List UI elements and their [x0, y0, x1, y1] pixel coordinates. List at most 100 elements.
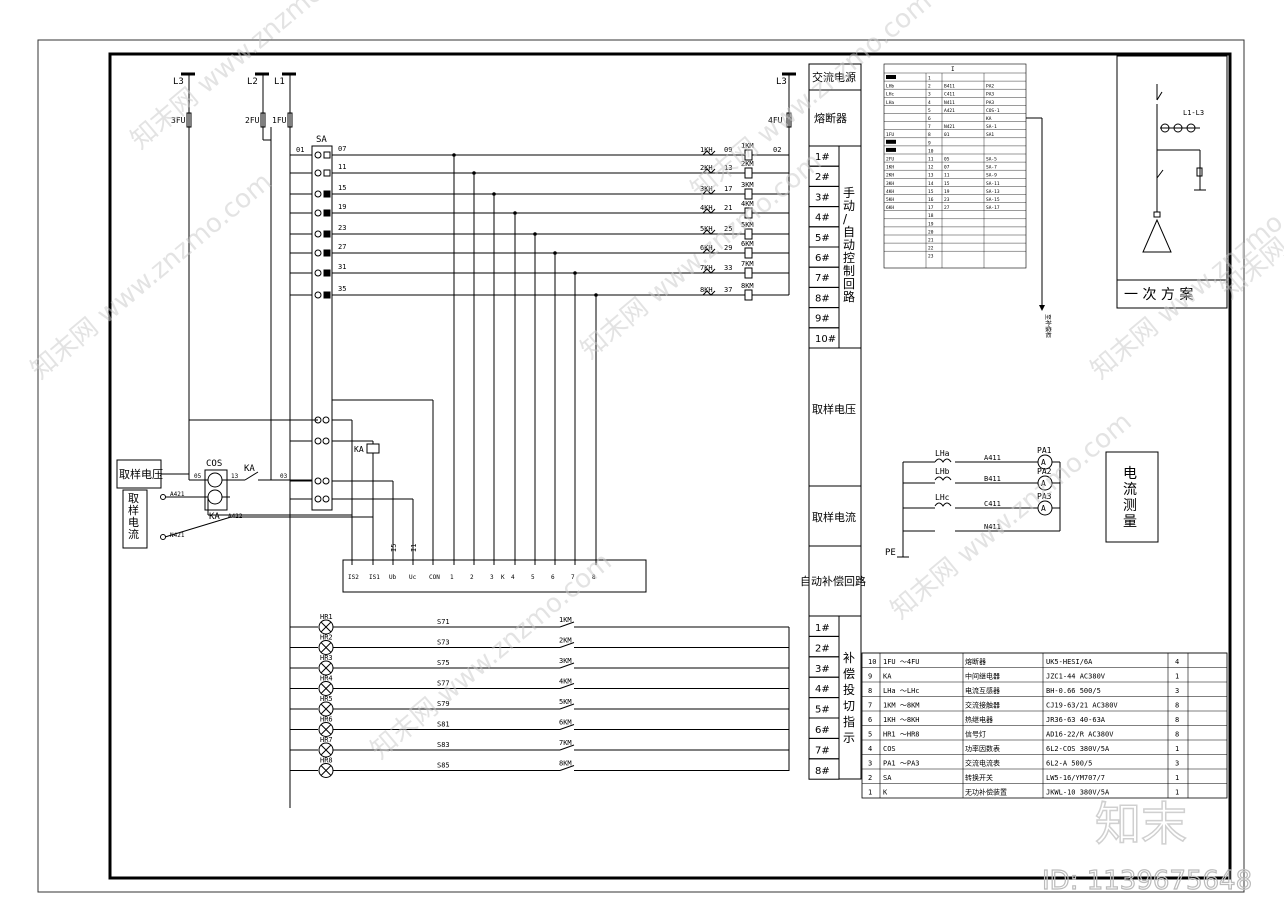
terminal-cell: B411	[944, 84, 955, 90]
fuse-symbol	[1153, 211, 1161, 218]
kh-label: 3KH	[700, 185, 713, 193]
watermark-logo: 知末	[1095, 797, 1187, 851]
thermal-contact	[702, 150, 716, 156]
switch	[1156, 169, 1164, 179]
lamp-cross	[320, 703, 332, 715]
lamp-label: HR6	[320, 716, 333, 724]
wire-number: 23	[338, 224, 346, 232]
lamp-label: HR7	[320, 736, 333, 744]
arrow-head	[1039, 305, 1045, 311]
sa-contact-mark	[323, 169, 331, 177]
lamp-label: HR5	[320, 695, 333, 703]
sa-contact-mark	[323, 209, 331, 217]
side-vertical-char: 回	[843, 277, 855, 291]
km-coil	[744, 267, 753, 279]
wire-number: S83	[437, 741, 450, 749]
wire-number: S79	[437, 700, 450, 708]
filled-mark	[886, 147, 896, 152]
km-label: 5KM	[741, 221, 754, 229]
side-vertical-cell	[838, 615, 862, 780]
ct-label: LHa	[935, 449, 950, 458]
thermal-contact	[702, 168, 716, 174]
wire-number: 33	[724, 264, 732, 272]
side-number: 4#	[815, 684, 830, 695]
km-aux-contact	[559, 621, 575, 628]
thermal-contact	[702, 208, 716, 214]
kh-label: 4KH	[700, 204, 713, 212]
filled-mark	[886, 75, 896, 79]
side-vertical-char: 手	[843, 186, 855, 200]
wire-number: 13	[724, 164, 732, 172]
km-label: 1KM	[741, 142, 754, 150]
terminal-cell: 1KH	[886, 165, 894, 171]
wire-number: S75	[437, 659, 450, 667]
bom-name: 无功补偿装置	[965, 788, 1007, 797]
junction-dot	[594, 293, 598, 297]
terminal-cell: 21	[928, 238, 934, 244]
sample-current-char: 取	[128, 492, 139, 505]
current-measurement: LHaLHbLHcA411B411C411N411APA1APA2APA3PE电…	[885, 446, 1159, 558]
k-terminal-label: 8	[592, 574, 596, 581]
km-aux-contact	[559, 683, 575, 689]
wire-number: I5	[390, 544, 398, 552]
sa-contact	[314, 269, 322, 277]
terminal-cell: 20	[928, 229, 934, 235]
bom-code: KA	[883, 673, 892, 681]
bom-name: 热继电器	[965, 715, 993, 724]
fuse-label: 2FU	[245, 116, 260, 125]
wire-number: 11	[338, 163, 346, 171]
side-number: 7#	[815, 273, 830, 284]
current-measure-char: 量	[1123, 514, 1137, 530]
wire-number: 09	[724, 146, 732, 154]
wire-number: 21	[724, 204, 732, 212]
bom-name: 信号灯	[965, 730, 986, 739]
side-label: 取样电压	[812, 402, 856, 416]
sa-contact	[322, 437, 330, 445]
contact-label: 6KM	[559, 719, 572, 727]
terminal-cell: 19	[928, 221, 934, 227]
sa-contact	[322, 477, 330, 485]
lamp-cross	[320, 765, 332, 776]
wire-number: 35	[338, 285, 346, 293]
ammeter-label: PA3	[1037, 492, 1052, 501]
lamp-cross	[320, 724, 332, 735]
terminal-cell: 15	[928, 189, 934, 195]
primary-scheme-box	[1116, 55, 1228, 309]
terminal-cell: SA-13	[986, 189, 1000, 195]
junction-dot	[472, 171, 476, 175]
wire-number: 05	[194, 473, 202, 480]
terminal-cell: 6KH	[886, 205, 894, 211]
side-number: 8#	[815, 766, 830, 777]
terminal-cell: 9	[928, 140, 931, 146]
primary-scheme: 一 次 方 案L1-L3	[1116, 55, 1228, 309]
sa-contact	[322, 416, 330, 424]
bom-code: 1FU ～4FU	[883, 658, 920, 666]
k-terminal-label: Uc	[409, 574, 417, 581]
sa-contact	[314, 151, 322, 159]
terminal-cell: 11	[944, 173, 950, 179]
k-terminal-label: Ub	[389, 574, 397, 581]
side-number: 7#	[815, 745, 830, 756]
sample-current-char: 流	[128, 527, 139, 541]
sa-contact-mark	[323, 230, 331, 238]
bom-qty: 1	[1175, 745, 1179, 753]
junction-dot	[452, 153, 456, 157]
bom-no: 1	[868, 789, 872, 797]
lamp-label: HR8	[320, 757, 333, 765]
wire-label: A411	[984, 454, 1001, 462]
bom-no: 7	[868, 702, 872, 710]
side-number: 5#	[815, 233, 830, 244]
primary-phase-label: L1-L3	[1183, 109, 1204, 117]
terminal-cell: LHa	[886, 100, 894, 106]
side-label: 交流电源	[812, 70, 856, 84]
bom-no: 6	[868, 716, 872, 724]
wire-number: 07	[338, 145, 346, 153]
ka-coil-label: KA	[354, 445, 364, 454]
lamp-label: HR2	[320, 634, 333, 642]
lamp-cross	[320, 744, 332, 756]
k-terminal-label: 3	[490, 574, 494, 581]
terminal-cell: COS-1	[986, 108, 1000, 114]
